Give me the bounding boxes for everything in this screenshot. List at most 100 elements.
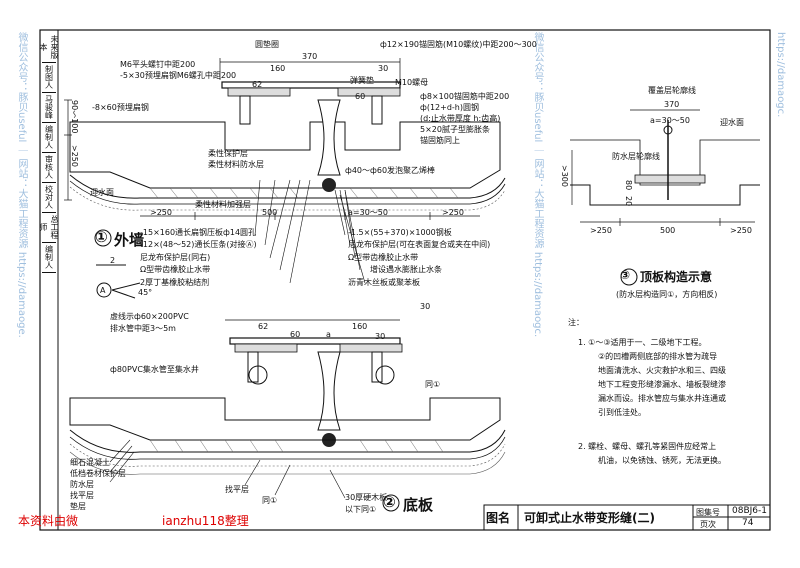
fig1-label-flat-steel: -5×30预埋扁钢M6螺孔中距200 xyxy=(120,71,237,80)
fig1-dim-left: >250 xyxy=(150,208,172,217)
fig1-label-screw: M6平头螺钉中距200 xyxy=(120,60,196,69)
fig1-dim-62: 62 xyxy=(252,80,263,89)
title-block-atlas-label: 图集号 xyxy=(696,508,720,517)
fig1-label-reinforce: 柔性材料加强层 xyxy=(195,200,251,209)
footer-red-left: 本资料由微 xyxy=(18,514,79,528)
fig2-label-below-same: 以下同① xyxy=(345,505,377,514)
footer-red-right: ianzhu118整理 xyxy=(162,514,249,528)
notes-line-8: 机油，以免锈蚀、锈死，无法更换。 xyxy=(598,456,726,465)
side-cell-5: 审核人 xyxy=(42,152,56,183)
fig2-label-level: 找平层 xyxy=(70,491,94,500)
watermark-right: https://damaogc. xyxy=(775,32,786,118)
fig1-label-thickness: (d:止水带厚度 h:齿高) xyxy=(420,114,501,123)
fig1-label-steel-sheet: -1.5×(55+370)×1000钢板 xyxy=(348,228,452,237)
fig3-subtitle: (防水层构造同①，方向相反) xyxy=(616,290,718,299)
fig1-label-foam: ф40～ф60发泡聚乙烯棒 xyxy=(345,166,436,175)
fig1-label-butyl: 2厚丁基橡胶粘结剂 xyxy=(140,278,210,287)
title-block-name-label: 图名 xyxy=(486,511,511,525)
fig2-label-waterproof: 防水层 xyxy=(70,480,94,489)
notes-line-3: 地面清洗水、火灾救护水和三、四级 xyxy=(598,366,726,375)
fig3-dim-vleft: >300 xyxy=(560,165,569,187)
notes-title: 注： xyxy=(568,318,584,327)
fig1-label-board: 沥青木丝板或聚苯板 xyxy=(348,278,420,287)
fig1-label-putty: 5×20腻子型膨胀条 xyxy=(420,125,490,134)
fig2-label-cushion: 垫层 xyxy=(70,502,86,511)
fig1-label-waterstop: Ω型带齿橡胶止水带 xyxy=(140,265,211,274)
fig3-label-waterproof: 防水层轮廓线 xyxy=(612,152,660,161)
fig1-label-swell: 增设遇水膨胀止水条 xyxy=(370,265,442,274)
title-block-page: 74 xyxy=(742,518,754,528)
fig1-dim-vertical-1: 90～100 xyxy=(70,100,79,134)
notes-line-1: 1. ①～③适用于一、二级地下工程。 xyxy=(578,338,707,347)
fig2-dim-a: a xyxy=(326,330,331,339)
fig2-label-drain: 排水管中距3～5m xyxy=(110,324,176,333)
fig2-label-same-right: 同① xyxy=(425,380,441,389)
side-cell-2: 制图人 xyxy=(42,62,56,93)
fig3-dim-20: 20 xyxy=(624,196,633,207)
notes-line-7: 2. 螺栓、螺母、螺孔等紧固件应经常上 xyxy=(578,442,717,451)
fig3-title: 顶板构造示意 xyxy=(640,270,713,284)
fig2-dim-62: 62 xyxy=(258,322,269,331)
fig2-label-same: 同① xyxy=(262,496,278,505)
fig3-label-cover: 覆盖层轮廓线 xyxy=(648,86,696,95)
fig2-label-level-2: 找平层 xyxy=(225,485,249,494)
fig1-title: 外墙 xyxy=(114,231,145,249)
fig1-label-washer: 圆垫圈 xyxy=(255,40,279,49)
fig1-label-nylon: 尼龙布保护层(同右) xyxy=(140,253,211,262)
side-cell-8: 编制人 xyxy=(42,242,56,273)
side-cell-1: 未来版本 xyxy=(39,32,59,63)
fig2-dim-160: 160 xyxy=(352,322,368,331)
fig1-label-press-strip: -12×(48～52)通长压条(对接Ⓐ) xyxy=(140,240,257,249)
fig2-label-concrete: 细石混凝土 xyxy=(70,458,110,467)
fig1-dim-160: 160 xyxy=(270,64,286,73)
watermark-mid: 微信公众号：豚贝useful ｜ 网站：大猫工程资源 https://damao… xyxy=(532,32,543,338)
side-cell-3: 马骏峰 xyxy=(42,92,56,123)
notes-line-2: ②的凹槽两侧底部的排水管为疏导 xyxy=(598,352,718,361)
fig1-dim-30: 30 xyxy=(378,64,389,73)
fig3-label-water-face: 迎水面 xyxy=(720,118,744,127)
fig1-label-flat-steel-2: -8×60预埋扁钢 xyxy=(92,103,149,112)
fig1-callout-angle: 45° xyxy=(138,288,153,297)
fig3-dim-mid: 500 xyxy=(660,226,676,235)
fig1-label-waterstop-2: Ω型带齿橡胶止水带 xyxy=(348,253,419,262)
fig2-title-num: ② xyxy=(383,493,396,511)
title-block-page-label: 页次 xyxy=(700,520,716,529)
fig1-label-anchor-same: 锚固筋同上 xyxy=(420,136,460,145)
title-block-atlas: 08BJ6-1 xyxy=(732,506,767,516)
fig3-dim-left: >250 xyxy=(590,226,612,235)
side-cell-7: 总工程师 xyxy=(39,212,59,243)
notes-line-6: 引到低洼处。 xyxy=(598,408,646,417)
fig3-dim-80: 80 xyxy=(624,180,633,191)
fig1-callout-A: A xyxy=(100,286,106,295)
fig3-dim-right: >250 xyxy=(730,226,752,235)
fig1-dim-mid: 500 xyxy=(262,208,278,217)
fig2-dim-right: 30 xyxy=(420,302,431,311)
fig1-label-water-face: 迎水面 xyxy=(90,188,114,197)
fig1-dim-gap: a=30～50 xyxy=(348,208,388,217)
fig1-label-nylon-2: 尼龙布保护层(可在表面复合或夹在中间) xyxy=(348,240,491,249)
fig2-title: 底板 xyxy=(403,496,434,514)
fig1-label-round-steel: ф(12+d-h)圆钢 xyxy=(420,103,479,112)
fig1-dim-right: >250 xyxy=(442,208,464,217)
side-cell-6: 校对人 xyxy=(42,182,56,213)
fig2-label-pvc: 虚线示ф60×200PVC xyxy=(110,312,189,321)
fig1-dim-top: 370 xyxy=(302,52,318,61)
side-cell-4: 编制人 xyxy=(42,122,56,153)
fig1-label-anchor-8: ф8×100锚固筋中距200 xyxy=(420,92,510,101)
fig2-label-lowgrade: 低档卷材保护层 xyxy=(70,469,126,478)
fig1-label-nut: M10螺母 xyxy=(395,78,429,87)
notes-line-5: 漏水而设。排水管应与集水井连通或 xyxy=(598,394,726,403)
fig1-dim-60: 60 xyxy=(355,92,366,101)
fig1-label-spring: 弹簧垫 xyxy=(350,76,374,85)
fig3-dim-gap: a=30～50 xyxy=(650,116,690,125)
notes-line-4: 地下工程变形缝渗漏水、墙板裂缝渗 xyxy=(598,380,726,389)
fig1-label-protect: 柔性保护层 xyxy=(208,149,248,158)
fig2-dim-60: 60 xyxy=(290,330,301,339)
fig2-label-hardwood: 30厚硬木板 xyxy=(345,493,388,502)
fig2-dim-30: 30 xyxy=(375,332,386,341)
fig1-title-num: ① xyxy=(95,228,108,246)
fig1-label-anchor: ф12×190锚固筋(M10螺纹)中距200～300 xyxy=(380,40,537,49)
watermark-left: 微信公众号：豚贝useful ｜ 网站：大猫工程资源 https://damao… xyxy=(16,32,27,338)
